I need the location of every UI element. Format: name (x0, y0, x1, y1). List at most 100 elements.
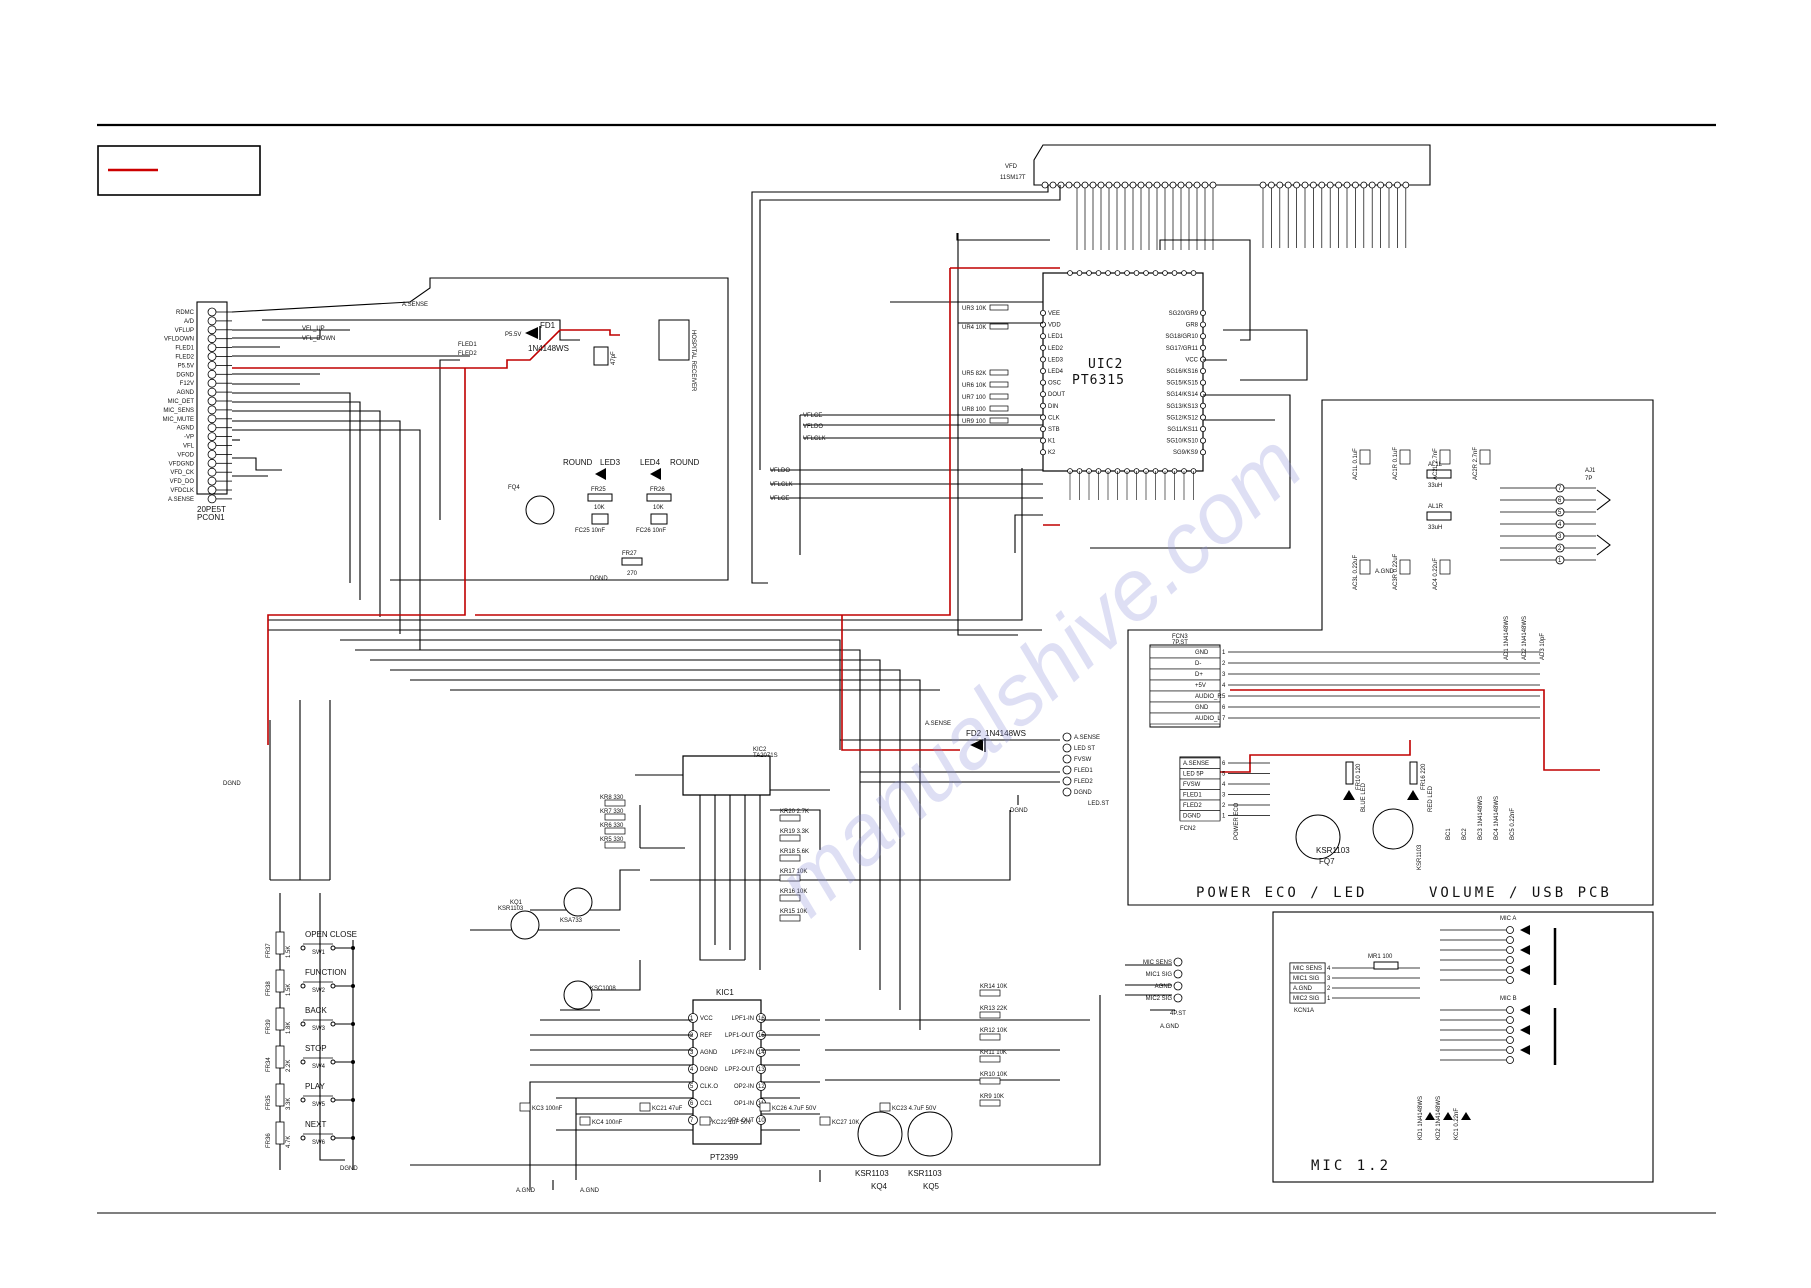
svg-text:HOSPITAL RECEIVER: HOSPITAL RECEIVER (690, 330, 696, 392)
svg-text:47pF: 47pF (611, 351, 617, 365)
uic2-left-pin (1040, 356, 1047, 363)
uic2-right-pin-label: SG11/KS11 (1167, 427, 1198, 433)
uic2-right-pin-label: SG15/KS15 (1166, 381, 1198, 387)
uic2-top-pin (1067, 270, 1073, 276)
fcn3-pin-label: AUDIO_L (1195, 716, 1221, 722)
pcon1-pin-label: P5.5V (178, 363, 194, 369)
mic-jack-pin (1506, 946, 1514, 954)
vfd-pin (1177, 181, 1185, 189)
vfd-pin (1041, 181, 1049, 189)
ur-resistor (989, 417, 1009, 424)
uic2-top-pin (1095, 270, 1102, 276)
key-resistor-val: 4.7K (286, 1136, 292, 1148)
uic2-right-pin-label: SG16/KS16 (1166, 369, 1198, 375)
kd-diode (1443, 1112, 1453, 1120)
ac-label: AC2L 2.7nF (1433, 448, 1439, 480)
svg-text:POWER ECO: POWER ECO (1234, 802, 1240, 840)
key-contact (300, 1059, 306, 1065)
pcon1-ref: PCON1 (197, 513, 225, 522)
mic-jack-pin (1506, 1036, 1514, 1044)
kic1-left-pin (688, 1115, 698, 1125)
key-resistor-ref: FR34 (266, 1057, 272, 1072)
fcn2-pin-label: FLED1 (1183, 793, 1202, 799)
kic1-left-pin-label: REF (700, 1033, 712, 1039)
vfd-ref: VFD (1005, 164, 1018, 170)
vfd-pin (1161, 181, 1169, 189)
svg-text:A.GND: A.GND (516, 1188, 536, 1194)
fcn3-ref: FCN3 (1172, 634, 1188, 640)
kic2-ic: KIC2 TA2071S (682, 747, 778, 796)
key-label: PLAY (305, 1082, 326, 1091)
aj1-ref: AJ1 (1585, 468, 1596, 474)
pcon1-pin (207, 369, 217, 379)
ledst-pin-label: FLED2 (1074, 779, 1093, 785)
svg-text:FR16 220: FR16 220 (1421, 763, 1427, 790)
key-resistor-val: 1.5K (286, 984, 292, 996)
kc-cap (579, 1116, 591, 1126)
svg-text:VFL_DOWN: VFL_DOWN (302, 336, 335, 342)
vfd-pin (1259, 181, 1267, 189)
sub-pcb-volume-usb: POWER ECO / LED VOLUME / USB PCB (1127, 399, 1654, 906)
fcn3-pin-label: D+ (1195, 672, 1203, 678)
uic2-top-pin (1152, 270, 1159, 276)
kic1-right-pin (756, 1115, 766, 1125)
ac-cap (1439, 559, 1451, 575)
svg-text:FLED1: FLED1 (458, 342, 477, 348)
kr-resistor (604, 799, 626, 807)
uic2-left-pin-label: STB (1048, 427, 1060, 433)
uic2-top-pin (1162, 270, 1168, 276)
uic2-right-pin-label: SG13/KS13 (1166, 404, 1198, 410)
ac-cap (1399, 559, 1411, 575)
ur-label: UR9 100 (962, 419, 986, 425)
key-contact (300, 945, 306, 951)
components: FD1 1N4148WS HOSPITAL RECEIVER 47pF ROUN… (498, 319, 1452, 1191)
key-resistor-ref: FR37 (266, 943, 272, 958)
svg-text:FLED2: FLED2 (458, 351, 477, 357)
kr-label: KR15 10K (780, 909, 807, 915)
fc26-cap: FC26 10nF (636, 513, 668, 534)
key-label: BACK (305, 1006, 327, 1015)
key-resistor-val: 2.2K (286, 1060, 292, 1072)
ledst-pin-label: DGND (1074, 790, 1092, 796)
uic2-top-pin (1114, 270, 1121, 276)
kr-label: KR17 10K (780, 869, 807, 875)
mic-jack-contact (1520, 925, 1530, 935)
fq4-transistor: FQ4 (508, 485, 555, 525)
pcon1-pin-label: -VP (184, 435, 194, 441)
aj1-pin-num: 3 (1558, 534, 1562, 540)
fcn2-ref: FCN2 (1180, 826, 1196, 832)
mic-jack-pin (1506, 1016, 1514, 1024)
key-contact (300, 1097, 306, 1103)
kr-label: KR7 330 (600, 809, 624, 815)
kic1-left-pin-label: VCC (700, 1016, 713, 1022)
svg-text:AL1L: AL1L (1428, 462, 1443, 468)
svg-text:LED3: LED3 (600, 458, 621, 467)
pcon1-pin (207, 405, 217, 415)
kc-label: KC27 10K (832, 1120, 859, 1126)
kr-label: KR8 330 (600, 795, 624, 801)
micst-pin-label: MIC SENS (1143, 960, 1172, 966)
vfd-pin (1169, 181, 1177, 189)
kr-resistor (779, 874, 801, 882)
fcn2-pin-num: 2 (1222, 803, 1226, 809)
kic2-part: TA2071S (753, 753, 778, 759)
vfd-pin (1402, 181, 1410, 189)
aj1-pin-num: 7 (1558, 486, 1562, 492)
mic-jack-contact (1520, 1045, 1530, 1055)
uic2-left-pin-label: LED1 (1048, 334, 1064, 340)
key-resistor (275, 969, 285, 993)
pcon1-pin-label: VFL (183, 444, 195, 450)
uic2-right-pin (1200, 344, 1207, 351)
bc-label: BC1 (1446, 828, 1452, 840)
pcon1-pin-label: VFD_CK (170, 470, 194, 476)
uic2-right-pin (1200, 391, 1207, 398)
key-contact (300, 1021, 306, 1027)
svg-text:DGND: DGND (1010, 808, 1028, 814)
mic-jack-pin (1506, 1046, 1514, 1054)
kd-diode (1425, 1112, 1435, 1120)
pcon1-pin-label: DGND (176, 372, 194, 378)
kc-label: KC22 1uF 50V (712, 1120, 751, 1126)
vfd-pin (1153, 181, 1161, 189)
